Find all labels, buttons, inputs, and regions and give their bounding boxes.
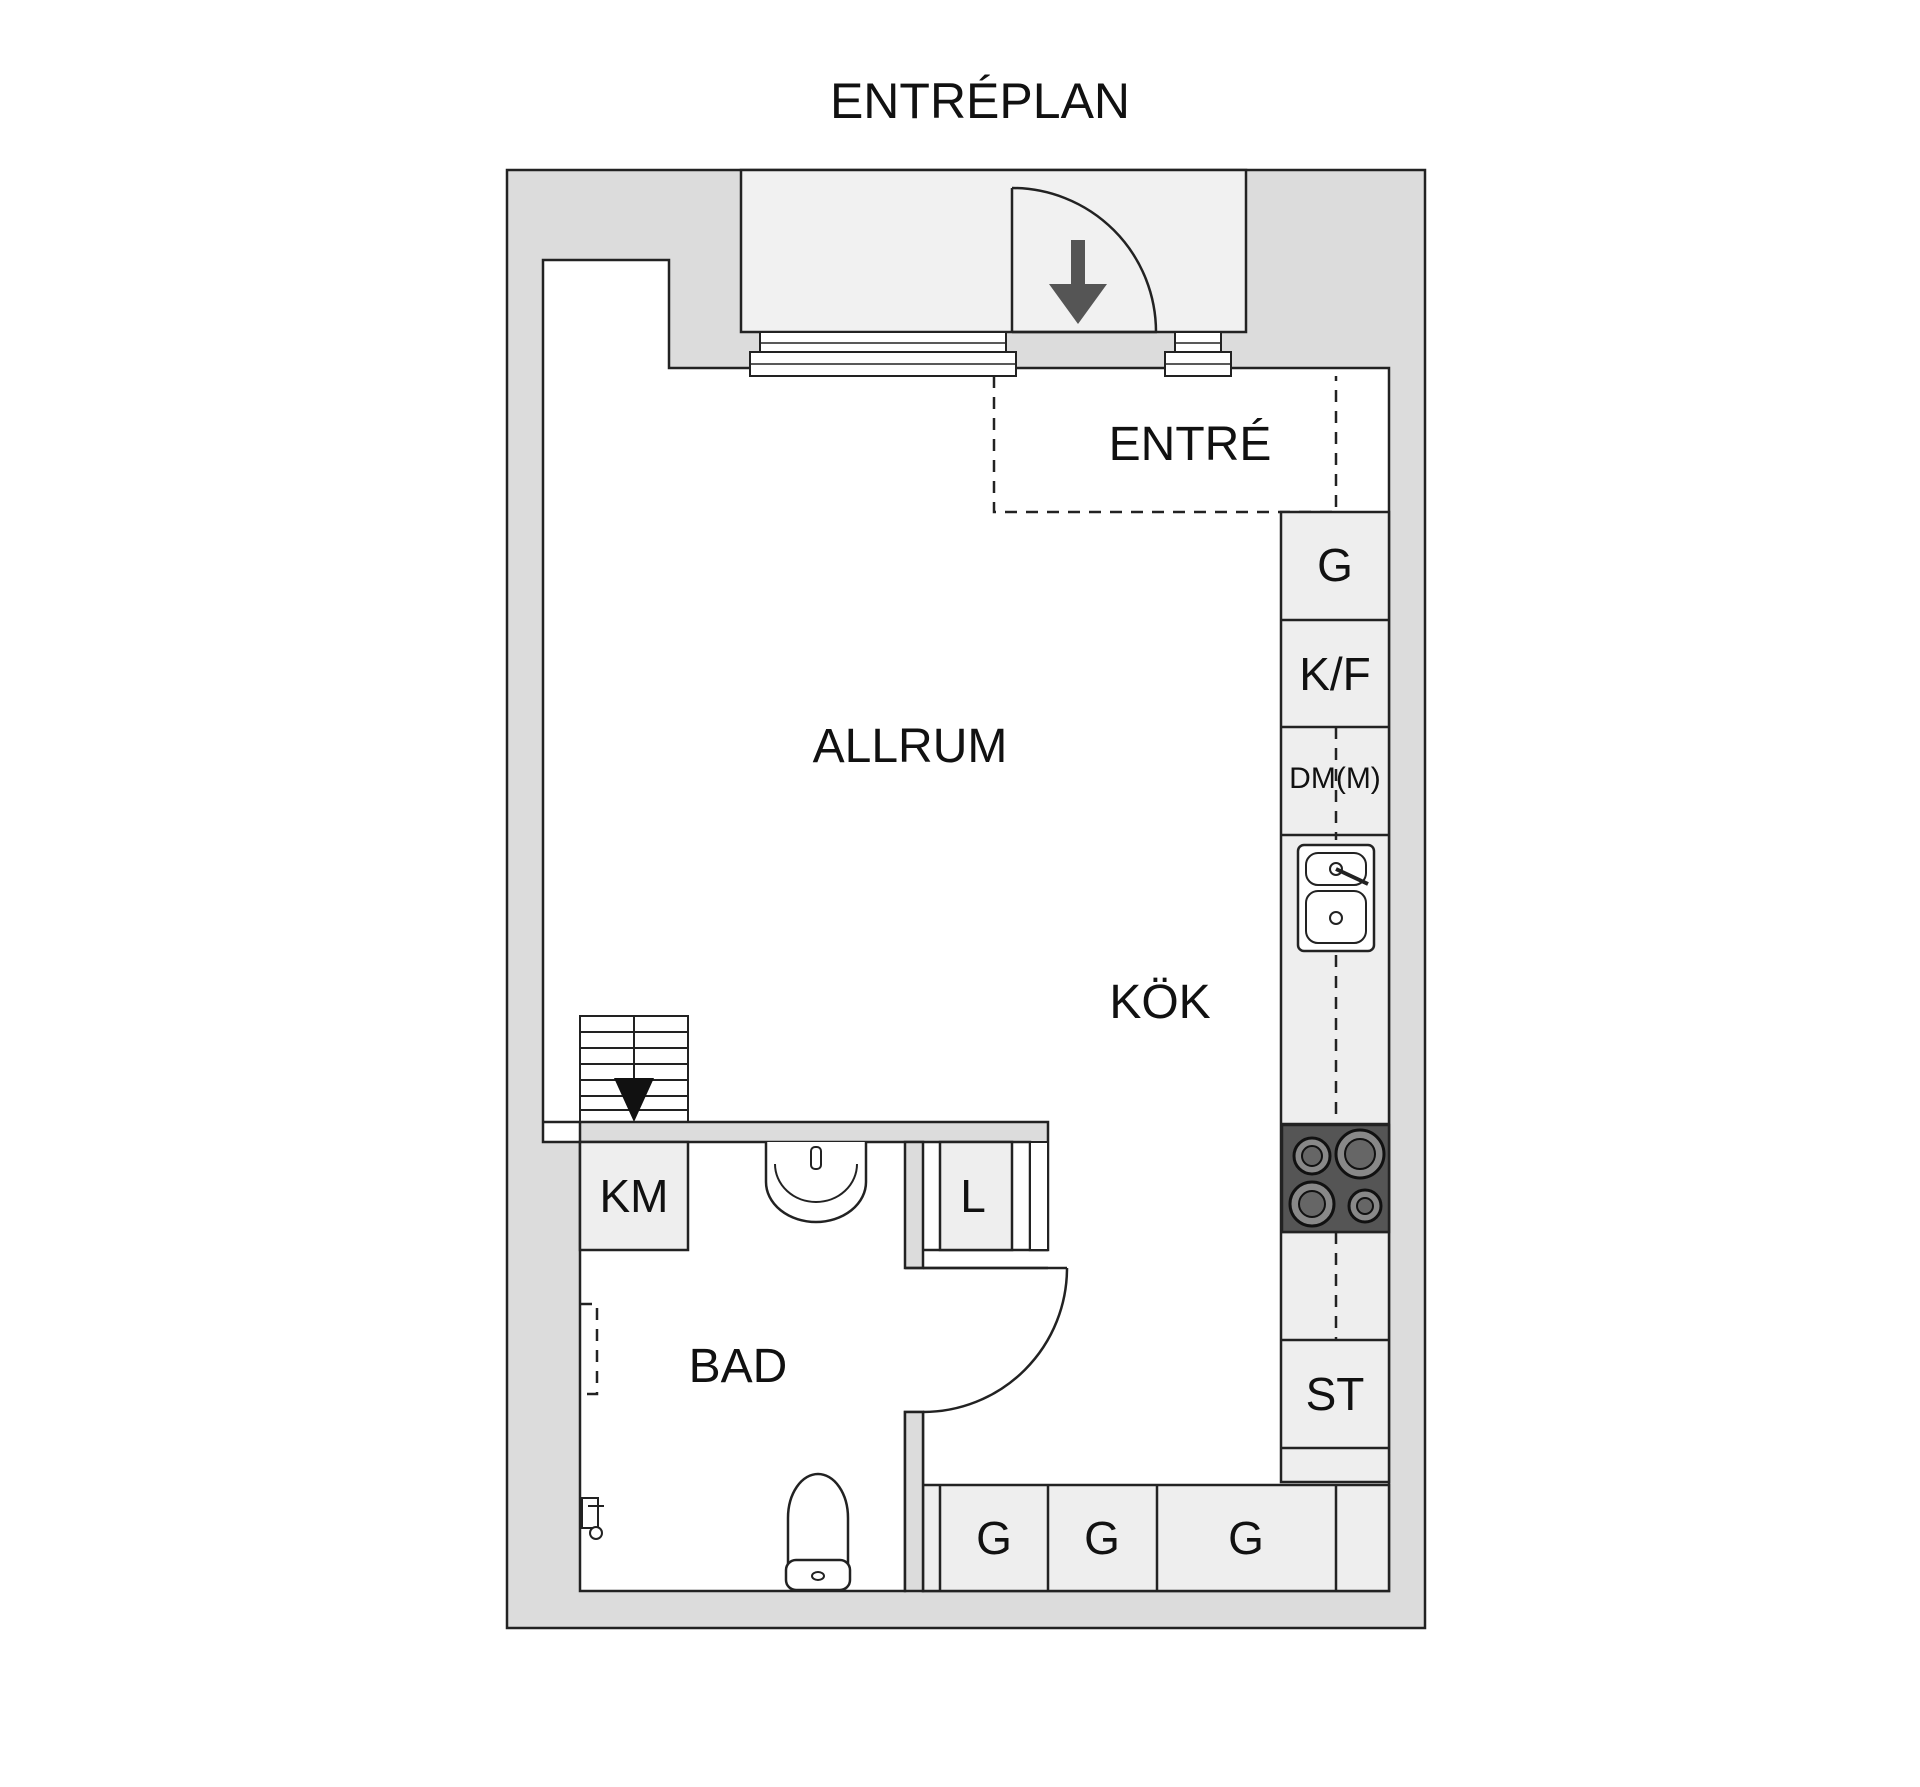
shower-tap-icon xyxy=(581,1497,604,1540)
room-label-bad: BAD xyxy=(689,1340,788,1393)
bottom-counter xyxy=(921,1483,1391,1593)
toilet-icon xyxy=(784,1472,852,1592)
entrance-arrow-icon xyxy=(1049,240,1107,324)
washing-machine-km xyxy=(578,1140,690,1252)
bathroom-cabinet-outline xyxy=(580,1302,599,1396)
entrance-door xyxy=(1010,186,1158,334)
window-right xyxy=(1164,331,1232,377)
kitchen-unit-kf: K/F xyxy=(1299,648,1371,700)
room-label-entre: ENTRÉ xyxy=(1109,418,1272,471)
room-label-kok: KÖK xyxy=(1109,976,1210,1029)
kitchen-unit-dm: DM(M) xyxy=(1289,762,1381,795)
kitchen-sink-icon xyxy=(1296,843,1376,953)
room-label-allrum: ALLRUM xyxy=(813,720,1008,773)
bathroom-wall-lower xyxy=(903,1410,925,1593)
porch xyxy=(739,168,1248,334)
stair-down-arrow-icon xyxy=(614,1078,654,1122)
bathroom-wall-right xyxy=(903,1140,925,1270)
plan-title: ENTRÉPLAN xyxy=(830,73,1130,129)
washing-machine-km-label: KM xyxy=(600,1170,669,1222)
bottom-unit-g2: G xyxy=(1084,1512,1120,1564)
bottom-unit-g1: G xyxy=(976,1512,1012,1564)
entre-zone-outline xyxy=(992,376,1338,514)
window-left xyxy=(749,331,1017,377)
bottom-unit-g3: G xyxy=(1228,1512,1264,1564)
closet-l xyxy=(938,1140,1049,1252)
closet-l-label: L xyxy=(960,1170,986,1222)
kitchen-counter xyxy=(1279,510,1391,1484)
kitchen-unit-st: ST xyxy=(1306,1368,1365,1420)
bathroom-door xyxy=(922,1266,1069,1414)
stove-icon xyxy=(1280,1123,1391,1234)
bathroom-sink-icon xyxy=(764,1142,868,1224)
kitchen-unit-g-top: G xyxy=(1317,539,1353,591)
